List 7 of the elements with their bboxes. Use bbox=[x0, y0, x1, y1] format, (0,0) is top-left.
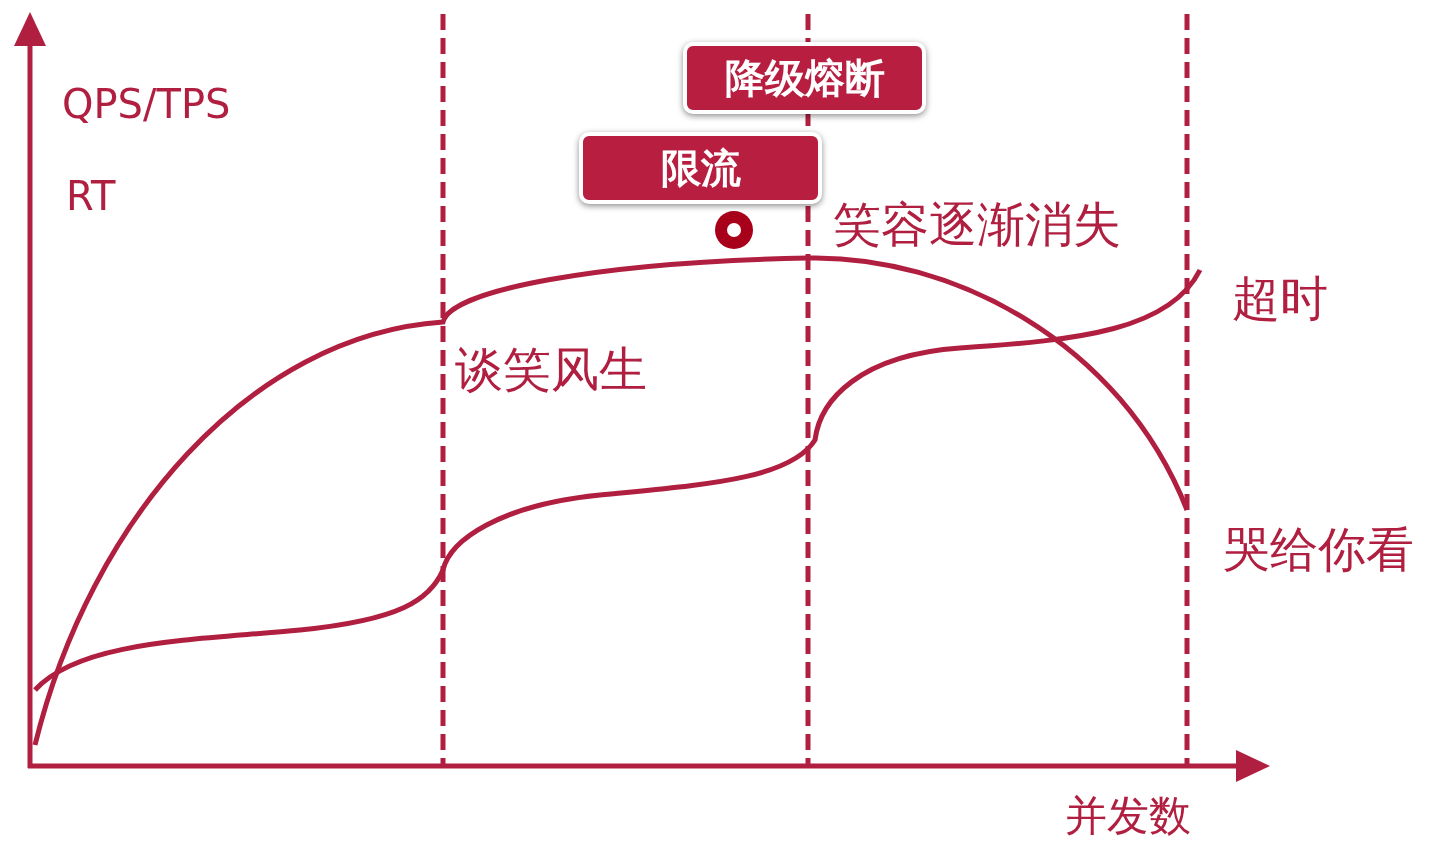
phase-label: 笑容逐渐消失 bbox=[833, 200, 1121, 248]
axis-label: RT bbox=[66, 176, 116, 216]
axis-label: QPS/TPS bbox=[62, 84, 231, 124]
axis-label: 并发数 bbox=[1065, 795, 1191, 837]
phase-label: 超时 bbox=[1232, 274, 1328, 322]
phase-label: 谈笑风生 bbox=[455, 345, 647, 393]
phase-label: 哭给你看 bbox=[1222, 525, 1414, 573]
